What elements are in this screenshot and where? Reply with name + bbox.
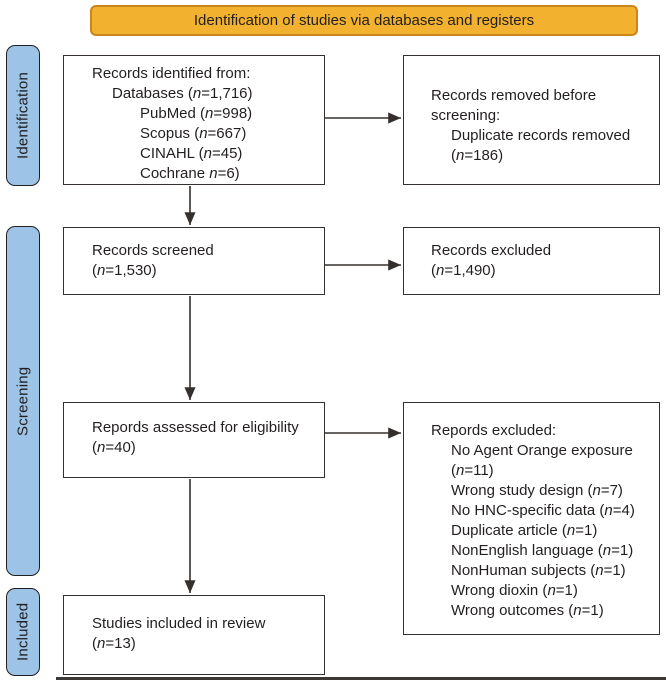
banner-identification-of-studies: Identification of studies via databases … <box>90 5 638 36</box>
box-text-line: (n=1,490) <box>431 262 496 279</box>
figure-bottom-rule <box>56 677 666 680</box>
box-text-line: Wrong outcomes (n=1) <box>451 602 604 619</box>
box-text-line: Wrong dioxin (n=1) <box>451 582 578 599</box>
stage-label-included: Included <box>6 588 40 676</box>
box-reports-assessed-for-eligibility: Repords assessed for eligibility (n=40) <box>63 402 325 478</box>
box-text-line: Records removed before <box>431 87 597 104</box>
box-text-line: NonEnglish language (n=1) <box>451 542 634 559</box>
box-text-line: (n=1,530) <box>92 262 157 279</box>
box-text-line: Repords excluded: <box>431 422 557 439</box>
box-records-screened: Records screened (n=1,530) <box>63 227 325 295</box>
box-text-line: Databases (n=1,716) <box>112 85 253 102</box>
box-text-line: No Agent Orange exposure <box>451 442 633 459</box>
box-text-line: Records screened <box>92 242 214 259</box>
stage-label-identification: Identification <box>6 45 40 186</box>
box-text-line: (n=186) <box>451 147 504 164</box>
stage-label-screening: Screening <box>6 226 40 576</box>
box-text-line: Scopus (n=667) <box>140 125 247 142</box>
box-records-identified: Records identified from: Databases (n=1,7… <box>63 55 325 185</box>
box-text-line: NonHuman subjects (n=1) <box>451 562 626 579</box>
box-text-line: No HNC-specific data (n=4) <box>451 502 635 519</box>
box-text-line: Studies included in review <box>92 615 266 632</box>
box-studies-included-in-review: Studies included in review (n=13) <box>63 595 325 675</box>
box-reports-excluded-reasons: Repords excluded: No Agent Orange exposur… <box>403 402 660 635</box>
box-text-line: screening: <box>431 107 501 124</box>
box-records-excluded: Records excluded (n=1,490) <box>403 227 660 295</box>
box-text-line: Wrong study design (n=7) <box>451 482 623 499</box>
box-text-line: Repords assessed for eligibility <box>92 419 299 436</box>
box-text-line: Duplicate records removed <box>451 127 631 144</box>
box-text-line: (n=40) <box>92 439 136 456</box>
box-text-line: Cochrane n=6) <box>140 165 240 182</box>
box-text-line: Records identified from: <box>92 65 251 82</box>
box-text-line: Duplicate article (n=1) <box>451 522 598 539</box>
box-text-line: Records excluded <box>431 242 552 259</box>
box-text-line: PubMed (n=998) <box>140 105 253 122</box>
box-records-removed-before-screening: Records removed before screening: Duplicat… <box>403 55 660 185</box>
box-text-line: CINAHL (n=45) <box>140 145 243 162</box>
box-text-line: (n=13) <box>92 635 136 652</box>
box-text-line: (n=11) <box>451 462 494 479</box>
